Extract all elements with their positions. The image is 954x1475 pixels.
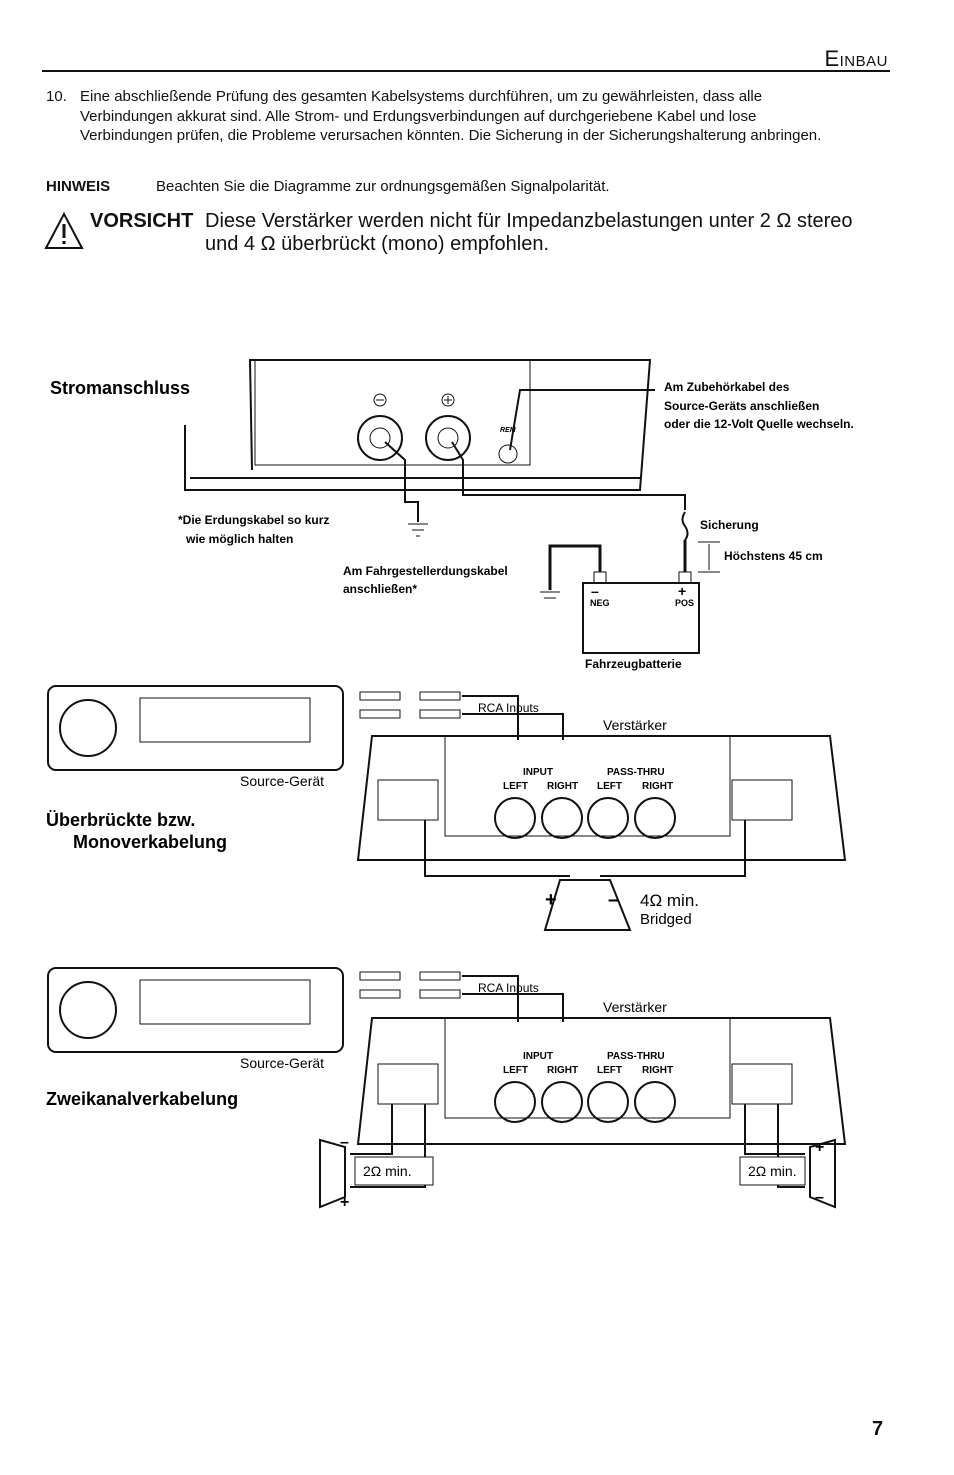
source-label: Source-Gerät xyxy=(240,773,324,789)
item-text: Eine abschließende Prüfung des gesamten … xyxy=(80,88,822,144)
plus-icon xyxy=(441,393,455,407)
rca-jack xyxy=(541,1081,583,1123)
left-label: LEFT xyxy=(503,1065,528,1076)
svg-text:–: – xyxy=(815,1189,824,1206)
remote-note-line: oder die 12-Volt Quelle wechseln. xyxy=(664,417,854,431)
note-label: HINWEIS xyxy=(46,178,111,195)
rem-label: REM xyxy=(500,427,516,434)
svg-text:+: + xyxy=(815,1139,824,1156)
remote-note-line: Source-Geräts anschließen xyxy=(664,399,819,413)
speaker-terminals-right xyxy=(731,1063,793,1105)
svg-text:–: – xyxy=(591,583,599,599)
negative-terminal xyxy=(357,415,403,461)
amplifier xyxy=(356,1017,847,1145)
amp-label: Verstärker xyxy=(603,717,667,733)
ground-note-line: *Die Erdungskabel so kurz xyxy=(178,513,329,527)
speaker-terminals-right xyxy=(731,779,793,821)
volume-knob xyxy=(59,981,117,1039)
rca-jack xyxy=(587,1081,629,1123)
left-label: LEFT xyxy=(597,1065,622,1076)
bridged-wiring-diagram: RCA Inputs Verstärker Source-Gerät INPUT… xyxy=(46,685,847,931)
passthru-label: PASS-THRU xyxy=(607,1051,665,1062)
amplifier xyxy=(356,735,847,861)
svg-text:+: + xyxy=(340,1194,349,1211)
battery-label: Fahrzeugbatterie xyxy=(585,657,682,671)
svg-text:–: – xyxy=(340,1134,349,1151)
chassis-note-line: Am Fahrgestellerdungskabel xyxy=(343,564,508,578)
rca-inputs-label: RCA Inputs xyxy=(478,701,539,715)
positive-terminal xyxy=(425,415,471,461)
instruction-10: 10. Eine abschließende Prüfung des gesam… xyxy=(46,87,846,146)
ground-note-line: wie möglich halten xyxy=(185,532,293,546)
amp-terminal-panel xyxy=(254,359,531,466)
power-wiring-diagram: Stromanschluss REM – + NEG POS Fahrzeugba… xyxy=(50,359,854,671)
header-rule xyxy=(42,70,890,72)
svg-text:+: + xyxy=(678,583,686,599)
bridged-title: Monoverkabelung xyxy=(73,832,227,852)
rca-jack xyxy=(494,1081,536,1123)
rca-inputs-label: RCA Inputs xyxy=(478,981,539,995)
note: HINWEIS Beachten Sie die Diagramme zur or… xyxy=(46,177,610,197)
load-left-label: 2Ω min. xyxy=(363,1163,412,1179)
max-distance-label: Höchstens 45 cm xyxy=(724,549,823,563)
svg-text:+: + xyxy=(545,889,557,911)
section-title: Einbau xyxy=(824,46,888,71)
chassis-note-line: anschließen* xyxy=(343,582,417,596)
passthru-label: PASS-THRU xyxy=(607,767,665,778)
neg-label: NEG xyxy=(590,598,610,608)
note-text: Beachten Sie die Diagramme zur ordnungsg… xyxy=(156,178,610,195)
page-number: 7 xyxy=(872,1418,884,1440)
source-unit xyxy=(47,685,344,771)
right-label: RIGHT xyxy=(547,781,578,792)
battery xyxy=(582,582,700,654)
source-label: Source-Gerät xyxy=(240,1055,324,1071)
right-label: RIGHT xyxy=(547,1065,578,1076)
remote-note-line: Am Zubehörkabel des xyxy=(664,380,790,394)
rca-jack xyxy=(634,1081,676,1123)
rem-terminal xyxy=(498,444,518,464)
amp-label: Verstärker xyxy=(603,999,667,1015)
bridged-title: Überbrückte bzw. xyxy=(46,810,195,830)
left-label: LEFT xyxy=(503,781,528,792)
speaker-left-icon xyxy=(319,1138,346,1209)
warning-icon xyxy=(44,212,84,249)
rca-jack xyxy=(494,797,536,839)
fuse-icon xyxy=(681,511,689,541)
right-label: RIGHT xyxy=(642,781,673,792)
power-title: Stromanschluss xyxy=(50,378,190,398)
amp-outline xyxy=(184,359,652,491)
speaker-icon xyxy=(543,879,632,931)
minus-icon xyxy=(373,393,387,407)
item-number: 10. xyxy=(46,88,67,105)
speaker-right-icon xyxy=(809,1138,836,1209)
input-label: INPUT xyxy=(523,767,553,778)
right-label: RIGHT xyxy=(642,1065,673,1076)
pos-label: POS xyxy=(675,598,694,608)
load-label: 4Ω min. xyxy=(640,891,699,910)
rca-jack xyxy=(634,797,676,839)
source-unit xyxy=(47,967,344,1053)
load-right-label: 2Ω min. xyxy=(748,1163,797,1179)
svg-text:–: – xyxy=(608,889,619,911)
left-label: LEFT xyxy=(597,781,622,792)
speaker-terminals-left xyxy=(377,1063,439,1105)
stereo-title: Zweikanalverkabelung xyxy=(46,1089,238,1109)
fuse-label: Sicherung xyxy=(700,518,759,532)
volume-knob xyxy=(59,699,117,757)
rca-jack xyxy=(541,797,583,839)
bridged-label: Bridged xyxy=(640,911,692,928)
speaker-terminals-left xyxy=(377,779,439,821)
caution-text: Diese Verstärker werden nicht für Impeda… xyxy=(205,210,853,255)
stereo-wiring-diagram: RCA Inputs Verstärker Source-Gerät INPUT… xyxy=(46,967,847,1211)
input-label: INPUT xyxy=(523,1051,553,1062)
caution-label: VORSICHT xyxy=(90,210,194,232)
rca-jack xyxy=(587,797,629,839)
